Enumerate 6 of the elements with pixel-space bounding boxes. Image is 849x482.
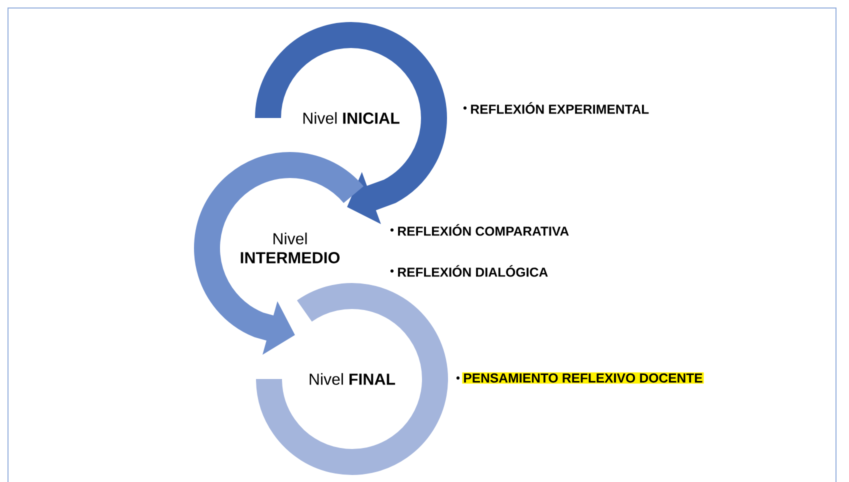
bullet-text: REFLEXIÓN DIALÓGICA [390,265,548,277]
bullet-text: PENSAMIENTO REFLEXIVO DOCENTE [456,372,704,384]
bullet-text: REFLEXIÓN COMPARATIVA [390,224,569,236]
level-label: Nivel INTERMEDIO [240,232,340,264]
bullet-text: REFLEXIÓN EXPERIMENTAL [463,102,649,114]
level-label: Nivel INICIAL [303,112,400,124]
